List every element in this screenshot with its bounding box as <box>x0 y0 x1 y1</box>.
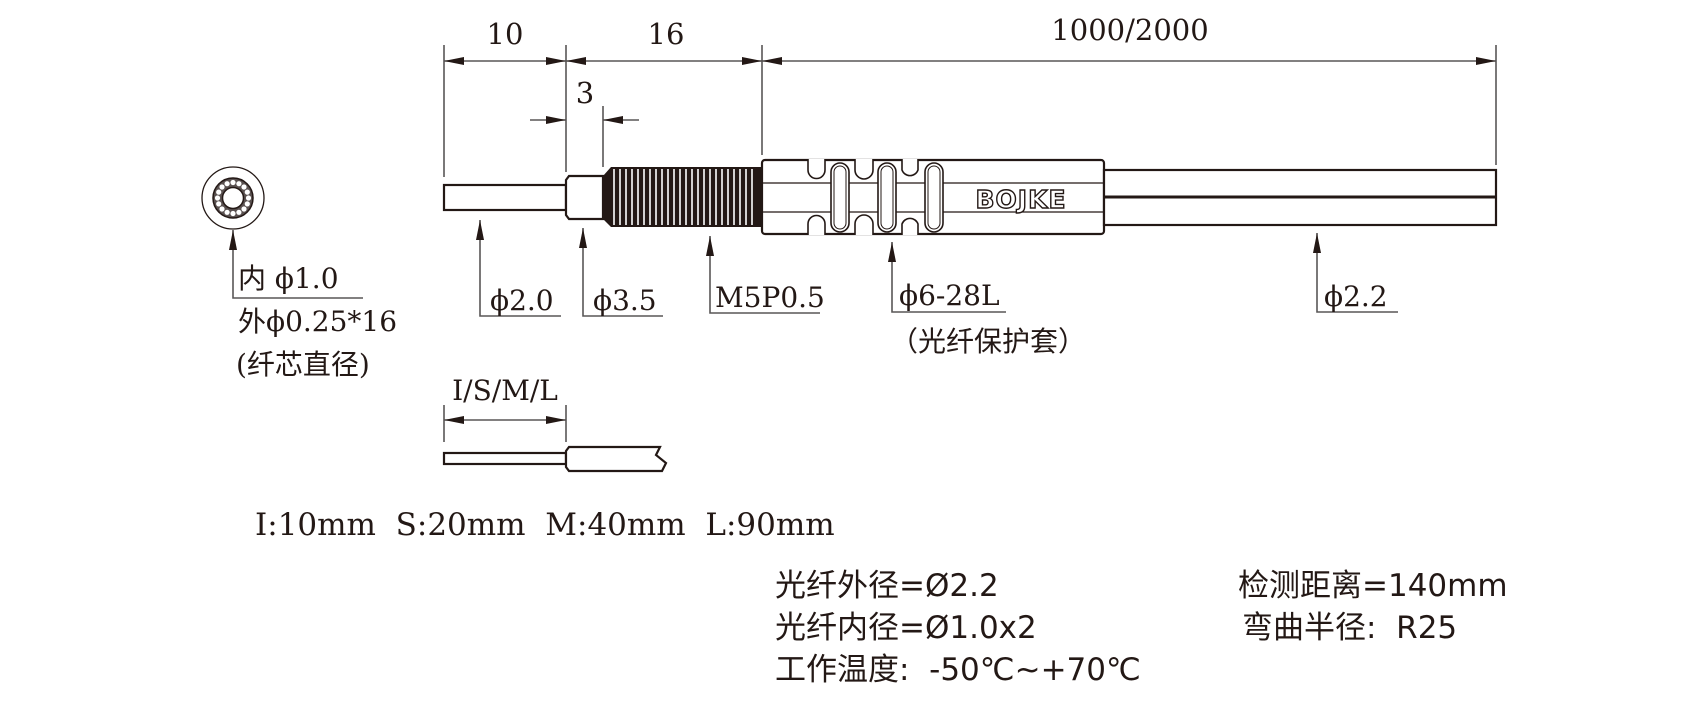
thread-spec-label: M5P0.5 <box>715 281 825 314</box>
thread-length-label: 16 <box>648 17 685 51</box>
spec-detection-distance: 检测距离=140mm <box>1238 568 1508 604</box>
core-outer-label: 外ϕ0.25*16 <box>238 305 397 338</box>
cable-length-label: 1000/2000 <box>1051 13 1208 47</box>
protective-sleeve: BOJKE <box>760 158 1106 236</box>
spec-bend-radius: 弯曲半径: R25 <box>1242 610 1457 646</box>
spec-list-left: 光纤外径=Ø2.2 光纤内径=Ø1.0x2 工作温度: -50℃~+70℃ <box>775 568 1141 688</box>
collar-diameter-callout: ϕ3.5 <box>579 228 663 317</box>
fiber-probe <box>442 183 568 212</box>
collar-diameter-label: ϕ3.5 <box>593 284 657 317</box>
probe-diameter-callout: ϕ2.0 <box>476 220 561 317</box>
core-diameter-callout: 内 ϕ1.0 外ϕ0.25*16 (纤芯直径) <box>229 230 397 381</box>
core-note-label: (纤芯直径) <box>236 348 370 381</box>
collar <box>564 174 605 221</box>
fiber-cable <box>1102 168 1498 227</box>
probe-diameter-label: ϕ2.0 <box>490 284 554 317</box>
spec-list-right: 检测距离=140mm 弯曲半径: R25 <box>1238 568 1508 646</box>
spec-inner-diameter: 光纤内径=Ø1.0x2 <box>775 610 1037 646</box>
spec-operating-temperature: 工作温度: -50℃~+70℃ <box>775 652 1141 688</box>
cross-section-icon <box>201 166 265 230</box>
spec-outer-diameter: 光纤外径=Ø2.2 <box>775 568 999 604</box>
collar-length-label: 3 <box>576 76 594 110</box>
sleeve-spec-label: ϕ6-28L <box>899 279 1000 312</box>
probe-length-label: 10 <box>487 17 524 51</box>
threaded-section <box>603 167 762 227</box>
sleeve-spec-callout: ϕ6-28L （光纤保护套） <box>888 242 1086 358</box>
cable-diameter-label: ϕ2.2 <box>1324 280 1388 313</box>
cable-diameter-callout: ϕ2.2 <box>1313 233 1398 313</box>
brand-logo: BOJKE <box>975 185 1066 214</box>
dimension-lines: 10 16 3 1000/2000 <box>443 13 1497 177</box>
core-inner-label: 内 ϕ1.0 <box>238 262 339 295</box>
thread-spec-callout: M5P0.5 <box>706 236 825 314</box>
tip-length-options-label: I/S/M/L <box>452 374 558 407</box>
tip-length-detail: I/S/M/L <box>442 374 668 473</box>
tip-lengths-text: I:10mm S:20mm M:40mm L:90mm <box>255 507 835 543</box>
sleeve-note-label: （光纤保护套） <box>890 325 1086 358</box>
